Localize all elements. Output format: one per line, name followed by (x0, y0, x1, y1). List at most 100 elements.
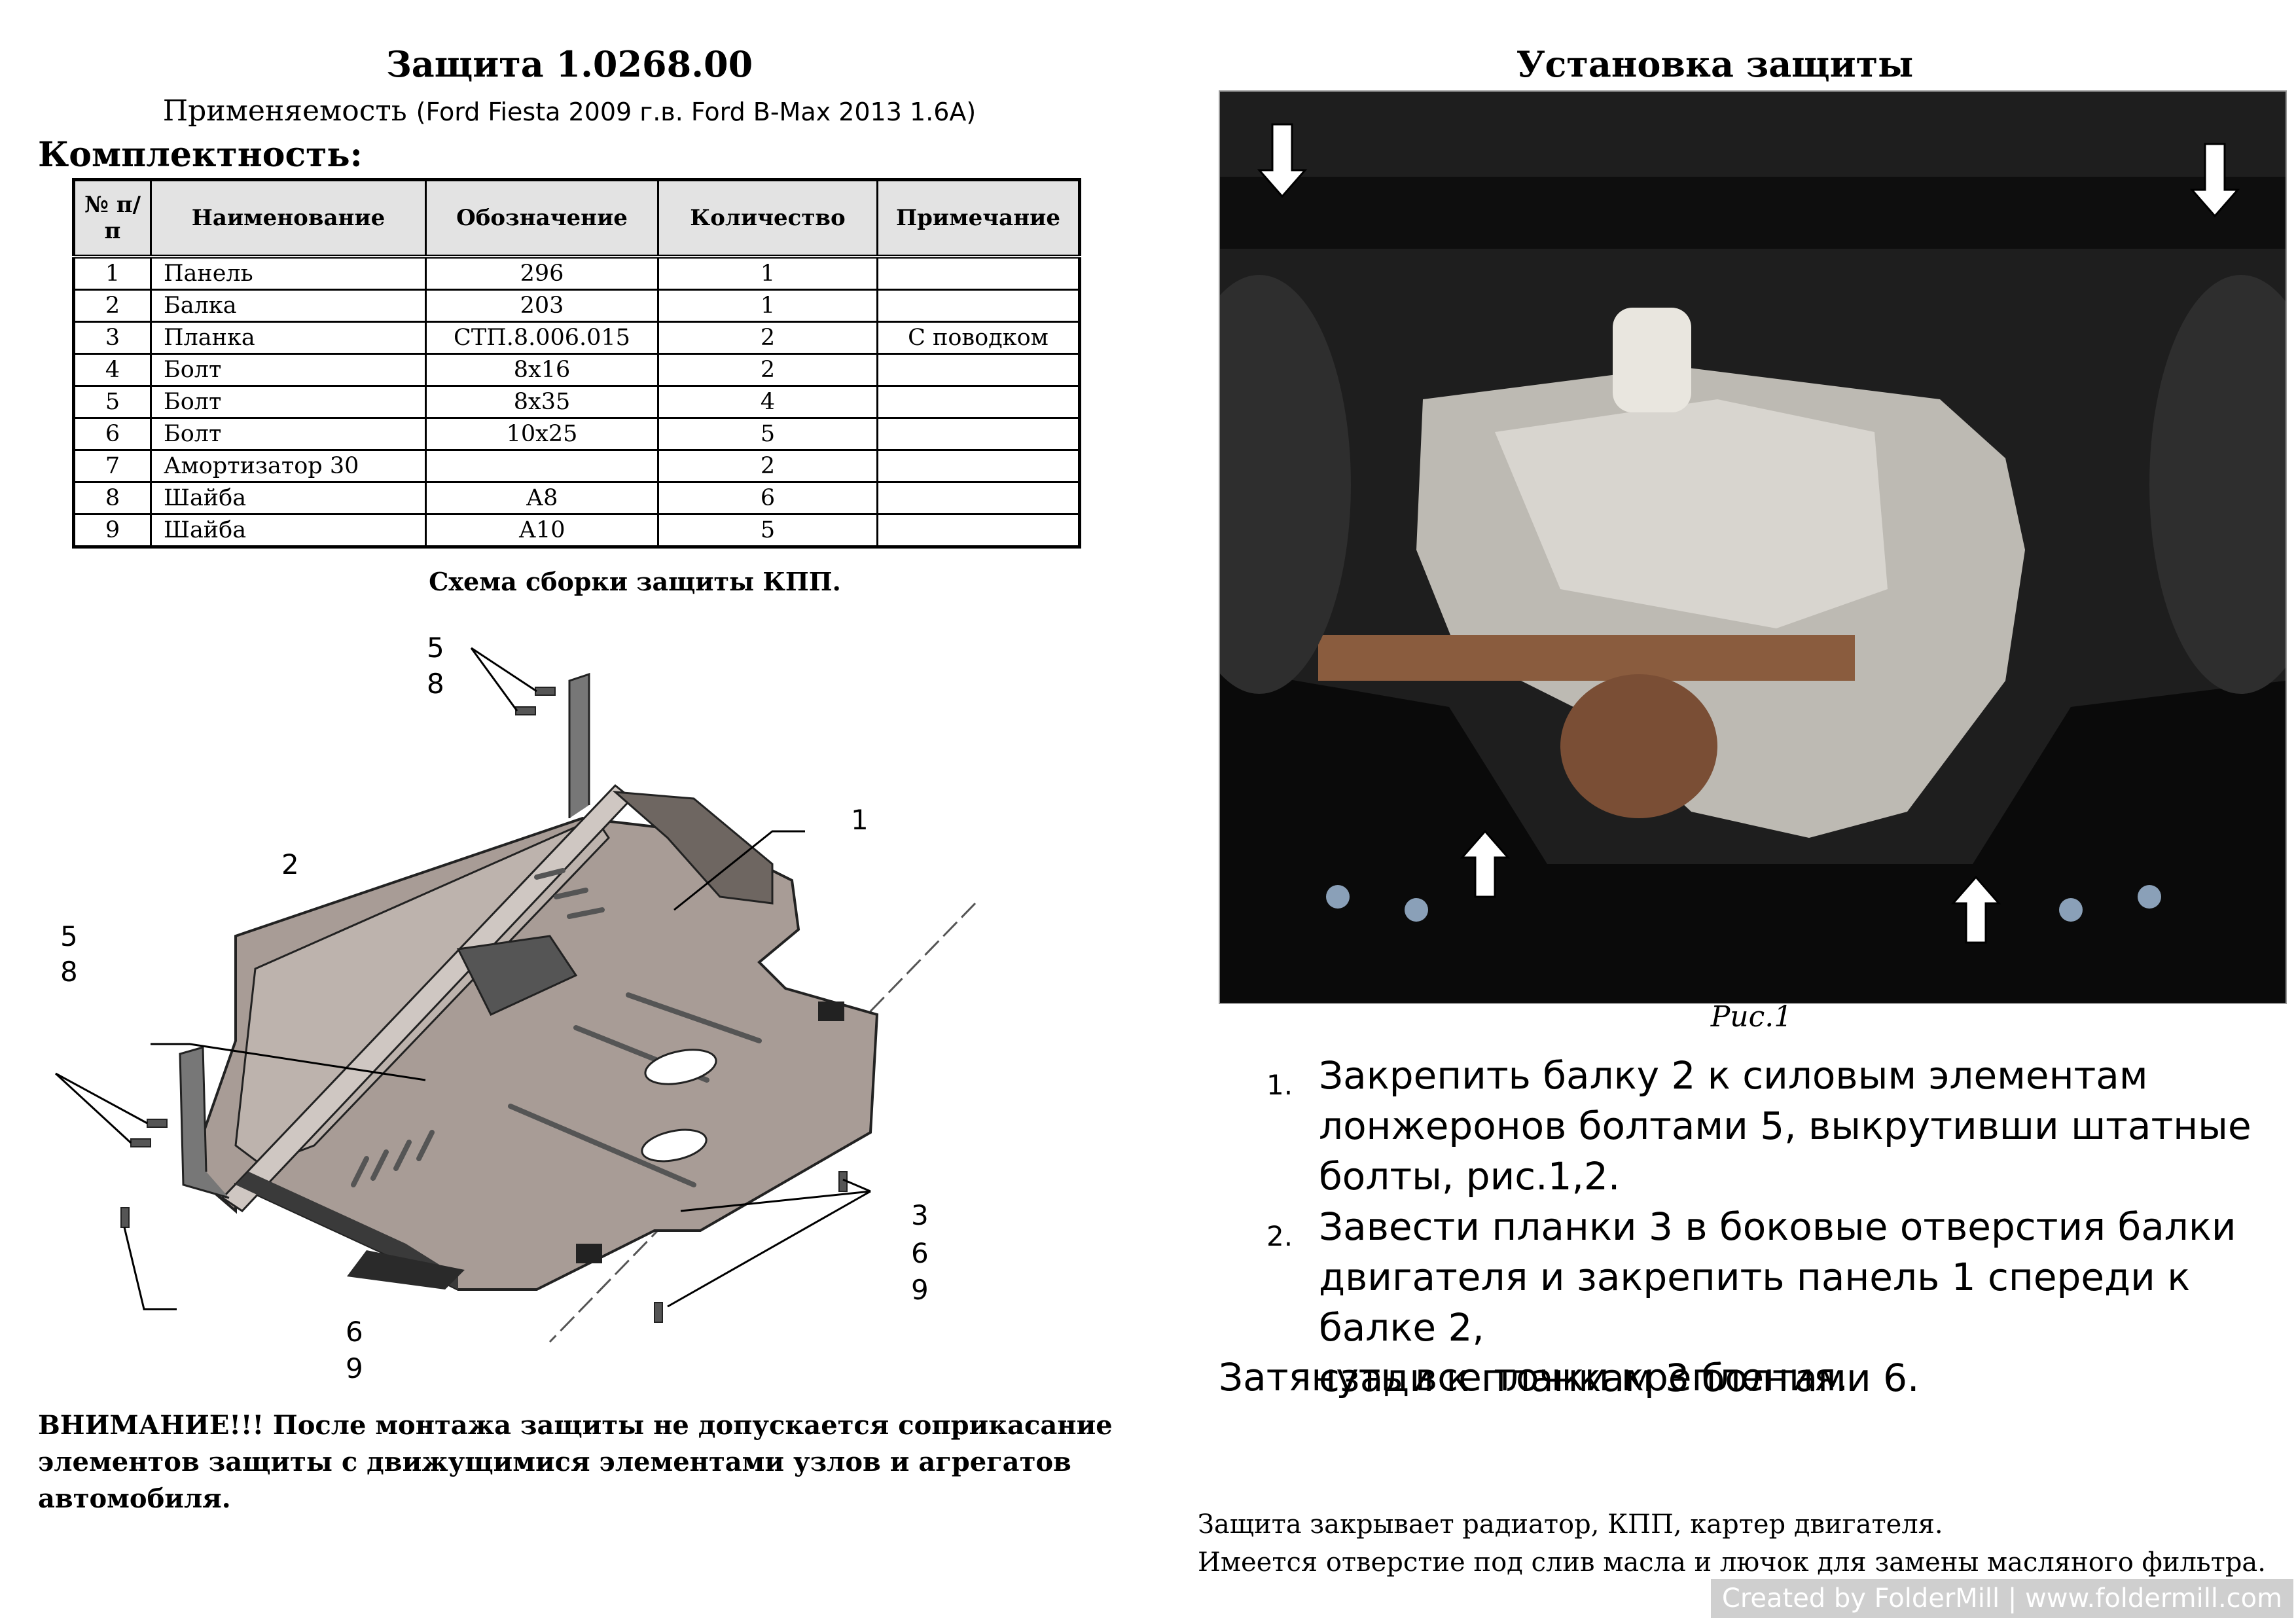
parts-table: № п/п Наименование Обозначение Количеств… (72, 178, 1081, 549)
photo-exhaust (1318, 635, 1855, 681)
col-designation: Обозначение (425, 179, 659, 259)
step-line: сзади к планкам 3 болтами 6. (1319, 1356, 1920, 1400)
arrow-up-icon (1460, 829, 1511, 898)
beam-bracket-top (568, 672, 590, 818)
warning-text: ВНИМАНИЕ!!! После монтажа защиты не допу… (38, 1407, 1151, 1517)
cell: 203 (425, 289, 659, 323)
applicability-line: Применяемость (Ford Fiesta 2009 г.в. For… (0, 94, 1139, 128)
parts-table-header: № п/п Наименование Обозначение Количеств… (73, 179, 1081, 259)
cell: 3 (73, 321, 152, 355)
cell (876, 417, 1081, 451)
cell: Амортизатор 30 (150, 449, 427, 483)
callout-8-top: 8 (427, 668, 444, 700)
callout-3-right: 3 (911, 1199, 929, 1231)
table-row: 6 Болт 10x25 5 (73, 417, 1081, 451)
cell: 2 (73, 289, 152, 323)
cell: 8x35 (425, 385, 659, 419)
table-row: 8 Шайба А8 6 (73, 481, 1081, 515)
step-line: лонжеронов болтами 5, выкрутивши штатные (1319, 1104, 2251, 1148)
installation-photo-drawing (1220, 92, 2286, 1003)
photo-filter (1613, 308, 1691, 412)
cell: 9 (73, 513, 152, 548)
note-line: Имеется отверстие под слив масла и лючок… (1198, 1547, 2266, 1578)
arrow-up-icon (1950, 875, 2001, 944)
callout-6-bottom: 6 (346, 1316, 363, 1348)
col-name: Наименование (150, 179, 427, 259)
step-line: Закрепить балку 2 к силовым элементам (1319, 1053, 2148, 1098)
cell (876, 481, 1081, 515)
cell: 5 (657, 513, 878, 548)
arrow-down-icon (2189, 143, 2240, 218)
callout-6-right: 6 (911, 1237, 929, 1269)
cell: Шайба (150, 481, 427, 515)
col-note: Примечание (876, 179, 1081, 259)
step-2: 2. Завести планки 3 в боковые отверстия … (1266, 1202, 2287, 1403)
cell (876, 353, 1081, 387)
damper-7 (576, 1244, 602, 1263)
cell: 296 (425, 255, 659, 291)
cell: Болт (150, 353, 427, 387)
step-1: 1. Закрепить балку 2 к силовым элементам… (1266, 1051, 2287, 1202)
notes: Защита закрывает радиатор, КПП, картер д… (1198, 1506, 2266, 1581)
installation-photo (1219, 90, 2287, 1004)
cell: 6 (657, 481, 878, 515)
table-row: 1 Панель 296 1 (73, 255, 1081, 291)
watermark: Created by FolderMill | www.foldermill.c… (1711, 1579, 2293, 1618)
install-title: Установка защиты (1516, 43, 1914, 85)
cell (876, 385, 1081, 419)
leader-lines (54, 647, 871, 1310)
damper-7 (818, 1001, 844, 1021)
col-quantity: Количество (657, 179, 878, 259)
cell: Шайба (150, 513, 427, 548)
final-step: Затянуть все точки крепления. (1219, 1355, 1849, 1399)
cell: 1 (657, 289, 878, 323)
cell: Балка (150, 289, 427, 323)
panel-top-block (612, 791, 774, 905)
col-number: № п/п (73, 179, 152, 259)
applicability-label: Применяемость (162, 94, 407, 128)
step-line: двигателя и закрепить панель 1 спереди к… (1319, 1255, 2191, 1350)
cell: 5 (657, 417, 878, 451)
warning-line: элементов защиты с движущимися элементам… (38, 1447, 1071, 1477)
cell: 1 (657, 255, 878, 291)
cell: 6 (73, 417, 152, 451)
step-line: болты, рис.1,2. (1319, 1154, 1621, 1199)
callout-1: 1 (851, 804, 869, 836)
callout-8-left: 8 (60, 956, 78, 988)
step-line: Завести планки 3 в боковые отверстия бал… (1319, 1204, 2236, 1249)
completeness-title: Комплектность: (38, 135, 363, 175)
beam-bracket-left (179, 1046, 230, 1199)
note-line: Защита закрывает радиатор, КПП, картер д… (1198, 1509, 1943, 1540)
callout-9-right: 9 (911, 1274, 929, 1306)
cell: Болт (150, 385, 427, 419)
scheme-title: Схема сборки защиты КПП. (429, 567, 841, 596)
figure-caption: Рис.1 (1710, 1000, 1793, 1034)
callout-5-left: 5 (60, 920, 78, 952)
cell: А10 (425, 513, 659, 548)
document-title: Защита 1.0268.00 (386, 43, 753, 85)
panel-front-dark (347, 1250, 465, 1290)
cell (876, 289, 1081, 323)
cell: 7 (73, 449, 152, 483)
assembly-diagram (54, 647, 977, 1343)
cell: А8 (425, 481, 659, 515)
cell: С поводком (876, 321, 1081, 355)
cell: 10x25 (425, 417, 659, 451)
table-row: 4 Болт 8x16 2 (73, 353, 1081, 387)
cell (876, 449, 1081, 483)
warning-line: автомобиля. (38, 1483, 231, 1514)
panel-window (456, 935, 578, 1016)
cell: 4 (73, 353, 152, 387)
cell (425, 449, 659, 483)
cell: 1 (73, 255, 152, 291)
step-number: 1. (1266, 1069, 1293, 1101)
table-row: 5 Болт 8x35 4 (73, 385, 1081, 419)
callout-2: 2 (281, 848, 299, 880)
photo-cross-member (1220, 177, 2286, 249)
callout-5-top: 5 (427, 632, 444, 664)
cell: 4 (657, 385, 878, 419)
panel-slots (351, 868, 762, 1187)
callout-9-bottom: 9 (346, 1352, 363, 1384)
cell: Планка (150, 321, 427, 355)
cell: 2 (657, 449, 878, 483)
